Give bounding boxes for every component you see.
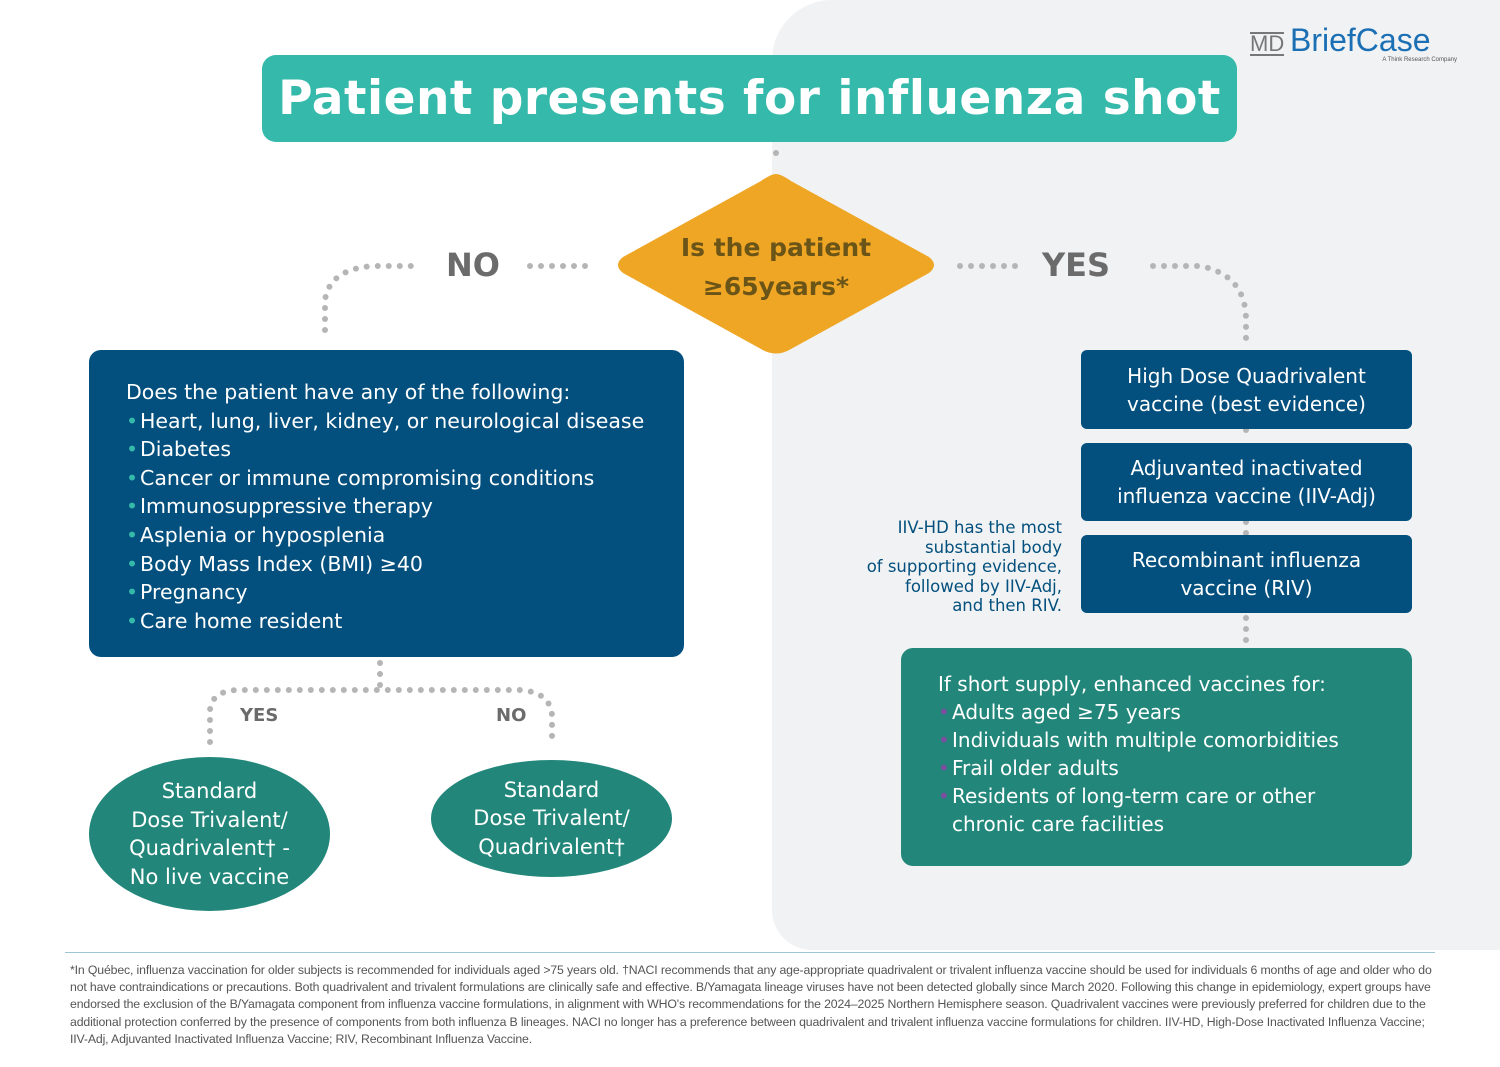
risk-conditions-list: Heart, lung, liver, kidney, or neurologi… (126, 407, 684, 636)
vaccine-line: vaccine (best evidence) (1127, 391, 1366, 416)
short-supply-box: If short supply, enhanced vaccines for: … (901, 648, 1412, 866)
oval-no-line: Standard (503, 777, 600, 802)
short-supply-heading: If short supply, enhanced vaccines for: (938, 672, 1326, 696)
sub-no-label: NO (496, 705, 527, 726)
short-supply-list: Adults aged ≥75 years Individuals with m… (938, 698, 1382, 838)
page-title: Patient presents for influenza shot (262, 55, 1237, 142)
vaccine-line: influenza vaccine (IIV-Adj) (1117, 484, 1376, 508)
list-item: Frail older adults (938, 754, 1382, 782)
vaccine-box-high-dose: High Dose Quadrivalent vaccine (best evid… (1081, 350, 1412, 429)
footnote: *In Québec, influenza vaccination for ol… (70, 963, 1432, 1046)
list-item: Asplenia or hyposplenia (126, 521, 684, 550)
decision-diamond (618, 174, 934, 354)
branch-no-label: NO (446, 246, 500, 284)
note-line: followed by IIV-Adj, (905, 576, 1062, 596)
question-line2: ≥65years* (702, 272, 850, 301)
vaccine-box-recombinant: Recombinant influenza vaccine (RIV) (1081, 535, 1412, 613)
list-item: Heart, lung, liver, kidney, or neurologi… (126, 407, 684, 436)
oval-yes-line: Standard (161, 779, 258, 803)
list-item: Residents of long-term care or other chr… (938, 782, 1382, 838)
list-item: Cancer or immune compromising conditions (126, 464, 684, 493)
connector-dots (207, 150, 1249, 745)
list-item: Immunosuppressive therapy (126, 492, 684, 521)
logo-name: BriefCase (1290, 22, 1431, 58)
vaccine-line: Adjuvanted inactivated (1130, 456, 1363, 480)
risk-conditions-box: Does the patient have any of the followi… (89, 350, 684, 657)
note-line: and then RIV. (952, 596, 1062, 615)
list-item: Individuals with multiple comorbidities (938, 726, 1382, 754)
logo-md: MD (1250, 31, 1285, 56)
vaccine-box-adjuvanted: Adjuvanted inactivated influenza vaccine … (1081, 443, 1412, 521)
list-item: Adults aged ≥75 years (938, 698, 1382, 726)
branch-yes-label: YES (1042, 246, 1111, 284)
oval-no-line: Dose Trivalent/ (473, 806, 630, 831)
list-item: Pregnancy (126, 578, 684, 607)
oval-no-line: Quadrivalent† (478, 834, 625, 859)
oval-yes-line: Dose Trivalent/ (131, 807, 288, 832)
outcome-oval-yes: Standard Dose Trivalent/ Quadrivalent† -… (89, 757, 330, 911)
vaccine-line: High Dose Quadrivalent (1127, 363, 1366, 388)
list-item: Care home resident (126, 607, 684, 636)
question-line1: Is the patient (680, 233, 872, 262)
list-item: Body Mass Index (BMI) ≥40 (126, 550, 684, 579)
note-line: IIV-HD has the most (897, 518, 1062, 537)
logo-tagline: A Think Research Company (1382, 57, 1457, 63)
outcome-oval-no: Standard Dose Trivalent/ Quadrivalent† (431, 760, 672, 877)
age-question: Is the patient ≥65years* (611, 228, 941, 306)
oval-yes-line: Quadrivalent† - (129, 836, 290, 860)
vaccine-line: Recombinant influenza (1131, 548, 1362, 572)
list-item: Diabetes (126, 435, 684, 464)
oval-yes-line: No live vaccine (129, 864, 290, 889)
note-line: substantial body (925, 537, 1062, 557)
evidence-note: IIV-HD has the most substantial body of … (800, 518, 1062, 616)
sub-yes-label: YES (240, 705, 279, 726)
footnote-divider (65, 952, 1435, 953)
note-line: of supporting evidence, (866, 557, 1062, 576)
risk-conditions-heading: Does the patient have any of the followi… (126, 380, 571, 404)
mdbriefcase-logo: MD BriefCase A Think Research Company (1250, 22, 1465, 68)
vaccine-line: vaccine (RIV) (1180, 576, 1313, 600)
